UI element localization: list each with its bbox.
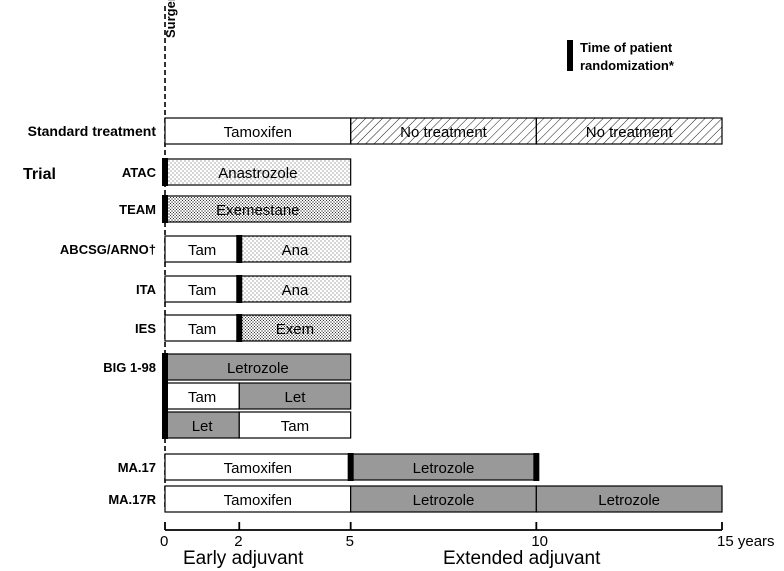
trial-row: MA.17 Tamoxifen Letrozole (118, 453, 540, 481)
row-label: ITA (136, 282, 157, 297)
row-label: ABCSG/ARNO† (60, 242, 156, 257)
segment-letrozole (350, 485, 537, 513)
legend-line-1: Time of patient (580, 40, 673, 55)
randomization-marker (533, 453, 540, 481)
trial-row: Standard treatment Tamoxifen No treatment N… (28, 117, 723, 145)
trial-row: MA.17R Tamoxifen Letrozole Letrozole (108, 485, 723, 513)
randomization-marker (236, 235, 243, 263)
segment-tam (238, 411, 352, 439)
x-tick-label: 10 (531, 533, 548, 550)
trial-row: BIG 1-98 Letrozole (103, 353, 352, 381)
randomization-marker (347, 453, 354, 481)
legend-line-2: randomization* (580, 58, 675, 73)
segment-label: Tamoxifen (224, 492, 292, 509)
row-label: TEAM (119, 202, 156, 217)
segment-label: Tam (188, 282, 216, 299)
row-label: BIG 1-98 (103, 360, 156, 375)
segment-label: Exemestane (216, 202, 299, 219)
segment-exem (238, 314, 352, 342)
extended-adjuvant-label: Extended adjuvant (443, 548, 601, 569)
segment-label: Exem (276, 321, 314, 338)
segment-label: Tamoxifen (224, 460, 292, 477)
segment-label: Let (192, 418, 214, 435)
randomization-marker (162, 158, 168, 186)
row-label: ATAC (122, 165, 157, 180)
segment-label: Letrozole (413, 460, 475, 477)
segment-label: Tam (188, 389, 216, 406)
segment-no-treatment (350, 117, 537, 145)
segment-label: Tamoxifen (224, 124, 292, 141)
x-tick-label: 0 (160, 533, 168, 550)
trial-heading: Trial (23, 166, 56, 183)
segment-label: Ana (282, 282, 309, 299)
trial-row: ABCSG/ARNO† Tam Ana (60, 235, 352, 263)
row-label: MA.17 (118, 460, 156, 475)
trial-row: ITA Tam Ana (136, 275, 352, 303)
segment-tamoxifen (164, 485, 352, 513)
trial-row: IES Tam Exem (135, 314, 352, 342)
segment-anastrozole (164, 158, 352, 186)
x-tick-label: 2 (234, 533, 242, 550)
early-adjuvant-label: Early adjuvant (183, 548, 304, 569)
segment-letrozole (164, 353, 352, 381)
axis-ticks: 0 2 5 10 15 years (160, 522, 775, 550)
segment-label: Let (285, 389, 307, 406)
segment-label: Tam (281, 418, 309, 435)
row-label: MA.17R (108, 492, 156, 507)
trial-row: TEAM Exemestane (119, 195, 352, 223)
trial-row: ATAC Anastrozole (122, 158, 352, 186)
segment-no-treatment (535, 117, 723, 145)
segment-tamoxifen (164, 453, 352, 481)
segment-label: Tam (188, 321, 216, 338)
randomization-marker (236, 275, 243, 303)
trial-row: Let Tam (164, 411, 352, 439)
row-label: IES (135, 321, 156, 336)
surgery-label: Surgery (163, 0, 178, 38)
x-tick-label: 5 (346, 533, 354, 550)
segment-label: Letrozole (598, 492, 660, 509)
segment-let (238, 382, 352, 410)
segment-label: Tam (188, 242, 216, 259)
segment-letrozole (535, 485, 723, 513)
randomization-marker (162, 195, 168, 223)
randomization-marker (236, 314, 243, 342)
randomization-marker (162, 353, 168, 439)
segment-label: No treatment (400, 124, 488, 141)
trial-row: Tam Let (164, 382, 352, 410)
segment-label: No treatment (586, 124, 674, 141)
randomization-legend-marker (567, 40, 573, 71)
segment-label: Anastrozole (218, 165, 297, 182)
segment-label: Ana (282, 242, 309, 259)
segment-tam (164, 314, 240, 342)
x-tick-label: 15 years (717, 533, 775, 550)
row-label: Standard treatment (28, 123, 157, 139)
segment-label: Letrozole (227, 360, 289, 377)
segment-label: Letrozole (413, 492, 475, 509)
